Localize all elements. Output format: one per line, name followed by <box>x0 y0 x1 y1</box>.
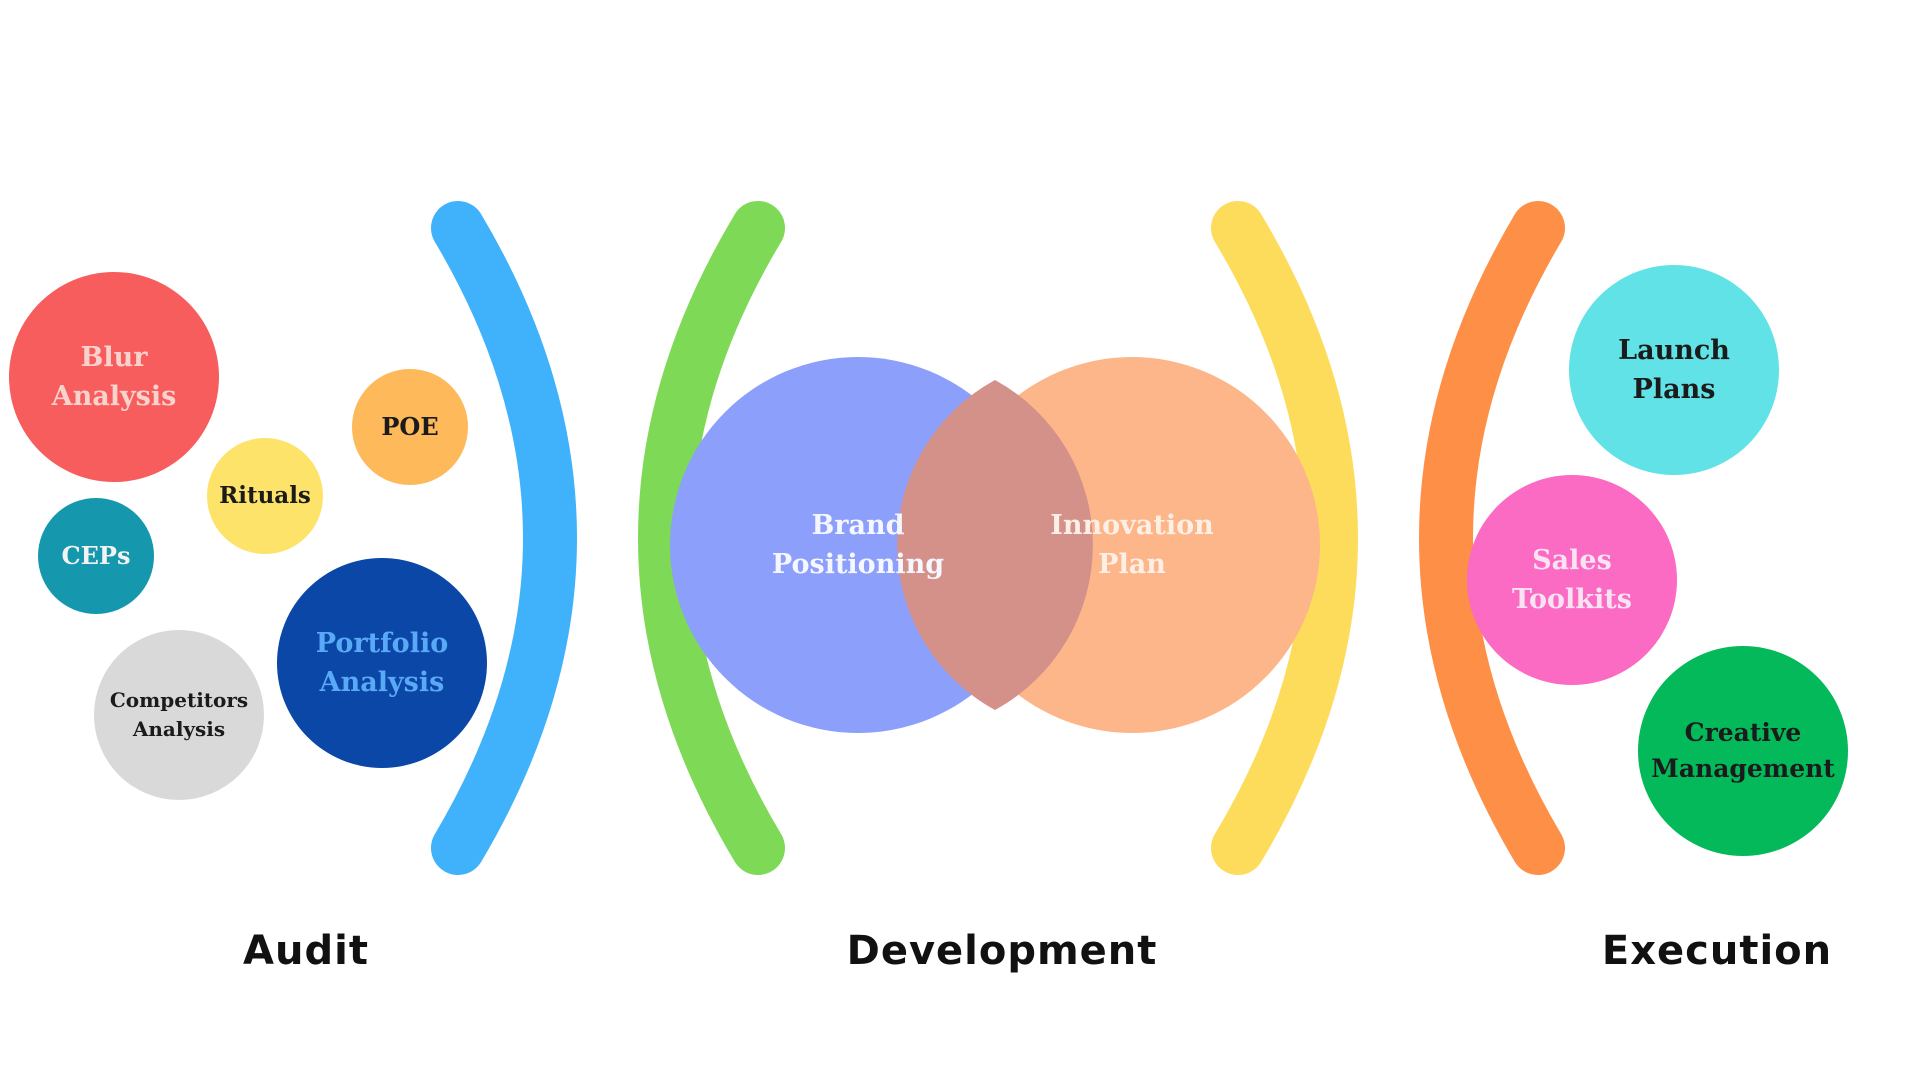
portfolio-analysis-label: Portfolio Analysis <box>315 627 449 698</box>
phase-label-development: Development <box>846 928 1158 974</box>
development-right-bracket <box>1211 201 1358 875</box>
competitors-analysis-bubble: Competitors Analysis <box>94 630 264 800</box>
blur-analysis-label: Blur Analysis <box>51 341 177 412</box>
ceps-label: CEPs <box>61 540 131 570</box>
ceps-bubble: CEPs <box>38 498 154 614</box>
launch-plans-bubble: Launch Plans <box>1569 265 1779 475</box>
rituals-bubble: Rituals <box>207 438 323 554</box>
execution-left-bracket <box>1419 201 1565 875</box>
blur-analysis-bubble: Blur Analysis <box>9 272 219 482</box>
competitors-analysis-label: Competitors Analysis <box>109 688 249 741</box>
sales-toolkits-label: Sales Toolkits <box>1512 544 1632 615</box>
sales-toolkits-bubble: Sales Toolkits <box>1467 475 1677 685</box>
poe-label: POE <box>381 411 439 441</box>
rituals-label: Rituals <box>219 482 311 510</box>
development-left-bracket <box>638 201 785 875</box>
phase-label-execution: Execution <box>1601 928 1833 974</box>
portfolio-analysis-bubble: Portfolio Analysis <box>277 558 487 768</box>
creative-management-label: Creative Management <box>1651 717 1835 783</box>
poe-bubble: POE <box>352 369 468 485</box>
audit-right-bracket <box>431 201 577 875</box>
phase-label-audit: Audit <box>243 928 369 974</box>
creative-management-bubble: Creative Management <box>1638 646 1848 856</box>
launch-plans-label: Launch Plans <box>1618 334 1730 405</box>
innovation-plan-bubble: Innovation Plan <box>944 357 1320 733</box>
